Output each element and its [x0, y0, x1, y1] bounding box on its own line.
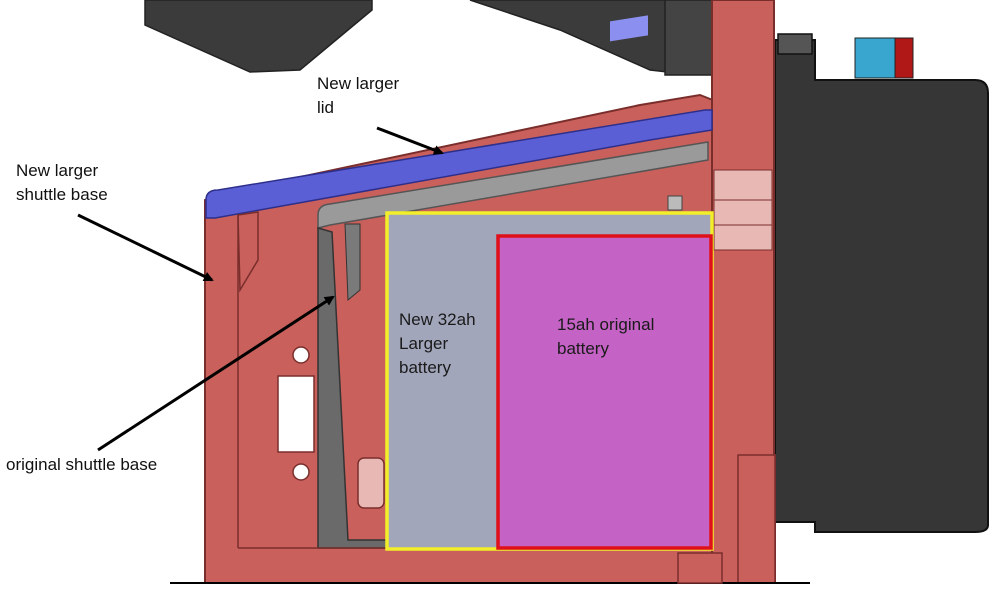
label-new-base: New larger shuttle base [16, 161, 108, 204]
side-slot [277, 375, 315, 453]
label-new-lid: New larger lid [317, 74, 400, 117]
new-lid [205, 109, 713, 219]
inner-lid [317, 141, 709, 229]
side-hole-top [292, 346, 310, 364]
motor-block [774, 39, 989, 533]
bottom-boss [677, 552, 723, 584]
upper-dark-housing [144, 0, 373, 73]
arrow-new-base [77, 213, 214, 282]
connector-blue [854, 37, 896, 79]
small-clip [667, 195, 683, 211]
pillar-highlight [713, 169, 773, 251]
arrow-new-lid [376, 126, 444, 155]
left-rib [237, 211, 259, 293]
motor-tab [777, 33, 813, 55]
connector-red [894, 37, 914, 79]
original-base-rib [344, 223, 361, 302]
pillar-foot [737, 454, 776, 584]
inner-boss [357, 457, 385, 509]
lid-highlight [610, 15, 648, 42]
upper-dark-column [664, 0, 716, 76]
original-battery [496, 234, 713, 550]
label-original-base: original shuttle base [6, 455, 158, 474]
label-new-battery: New 32ah Larger battery [399, 310, 476, 377]
side-hole-bottom [292, 463, 310, 481]
arrow-original-base [97, 295, 335, 452]
label-original-battery: 15ah original battery [557, 315, 655, 358]
upper-dark-housing-right [469, 0, 669, 73]
